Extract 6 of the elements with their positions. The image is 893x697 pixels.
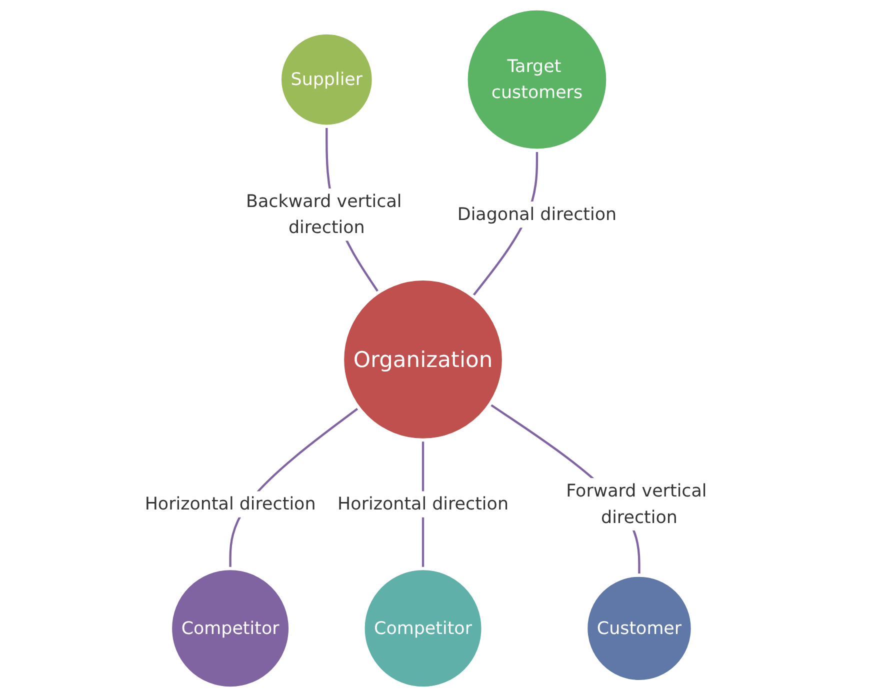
edge-label: Horizontal direction	[338, 493, 508, 514]
edge-label: Backward vertical direction	[246, 190, 402, 238]
edge-label: Diagonal direction	[457, 204, 617, 224]
edge-label: Forward vertical direction	[566, 480, 707, 528]
node-circle: Target customers	[464, 7, 610, 152]
edge-label: Horizontal direction	[144, 493, 316, 514]
